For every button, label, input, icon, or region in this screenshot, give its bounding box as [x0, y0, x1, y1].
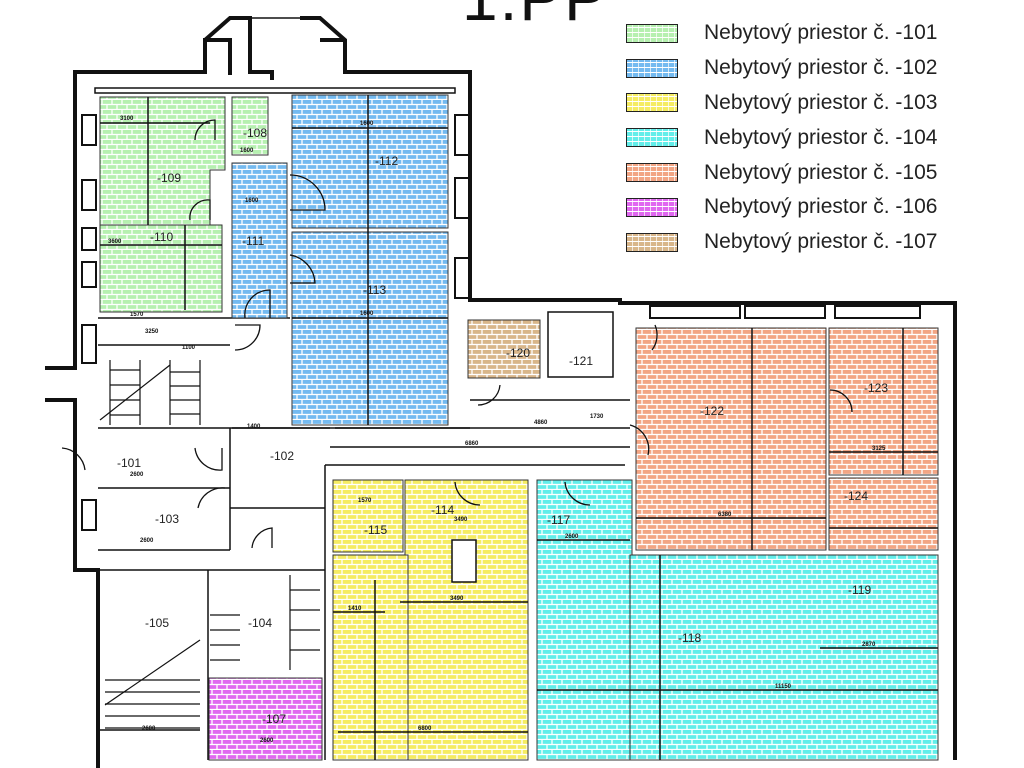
dimension-label: 3600: [108, 239, 122, 245]
room-label-109: -109: [157, 171, 181, 185]
legend-swatch: [626, 163, 678, 183]
room-label-113: -113: [363, 283, 386, 297]
legend-label: Nebytový priestor č. -104: [704, 125, 938, 149]
dimension-label: 1400: [247, 424, 261, 430]
dimension-lines: [100, 95, 938, 760]
room-label-119: -119: [848, 583, 871, 597]
dimension-label: 1730: [590, 414, 604, 420]
dimension-label: 3250: [145, 329, 159, 335]
dimension-label: 6860: [465, 441, 479, 447]
legend-item: Nebytový priestor č. -107: [626, 225, 937, 260]
room-label-111: -111: [242, 234, 265, 248]
legend-label: Nebytový priestor č. -102: [704, 56, 938, 80]
legend-label: Nebytový priestor č. -103: [704, 90, 938, 114]
room-label-118: -118: [678, 631, 701, 645]
room-label-103: -103: [155, 512, 179, 526]
dimension-label: 3490: [450, 596, 464, 602]
legend-label: Nebytový priestor č. -105: [704, 160, 938, 184]
room-label-102: -102: [270, 449, 294, 463]
dimension-label: 11150: [775, 684, 792, 690]
room-108[interactable]: [231, 96, 269, 156]
legend-swatch: [626, 23, 678, 43]
room-115[interactable]: [332, 479, 404, 553]
legend-swatch: [626, 93, 678, 113]
room-114[interactable]: [404, 479, 529, 761]
room-120[interactable]: [467, 319, 541, 379]
legend-label: Nebytový priestor č. -107: [704, 230, 938, 254]
dimension-label: 3100: [120, 116, 134, 122]
legend-item: Nebytový priestor č. -103: [626, 86, 937, 121]
room-label-108: -108: [243, 126, 267, 140]
legend-item: Nebytový priestor č. -106: [626, 190, 937, 225]
dimension-label: 2870: [862, 642, 876, 648]
dimension-label: 6800: [418, 726, 432, 732]
room-103-yellow-lower[interactable]: [332, 554, 409, 761]
room-label-114: -114: [431, 503, 454, 517]
dimension-label: 3125: [872, 446, 886, 452]
room-label-101: -101: [117, 456, 141, 470]
room-label-110: -110: [150, 230, 173, 244]
dimension-label: 2600: [565, 534, 579, 540]
room-107[interactable]: [208, 677, 323, 761]
legend-item: Nebytový priestor č. -105: [626, 155, 937, 190]
dimension-labels: 3100 1600 1600 1600 1600 3600 1570 3250 …: [108, 116, 886, 744]
room-label-120: -120: [506, 346, 530, 360]
room-122[interactable]: [635, 327, 827, 551]
dimension-label: 1100: [182, 345, 196, 351]
room-label-104: -104: [248, 616, 272, 630]
dimension-label: 1570: [130, 312, 144, 318]
room-109[interactable]: [99, 96, 226, 226]
dimension-label: 1600: [240, 148, 254, 154]
room-label-117: -117: [547, 513, 570, 527]
dimension-label: 2600: [130, 472, 144, 478]
room-112[interactable]: [291, 94, 449, 229]
dimension-label: 1600: [360, 121, 374, 127]
room-label-105: -105: [145, 616, 169, 630]
legend-swatch: [626, 197, 678, 217]
room-labels: -109 -110 -108 -111 -112 -113 -102 -101 …: [117, 126, 888, 726]
doors: [61, 119, 853, 549]
building-walls: [45, 16, 957, 768]
dimension-label: 1600: [245, 198, 259, 204]
room-label-122: -122: [700, 404, 724, 418]
legend-item: Nebytový priestor č. -101: [626, 16, 937, 51]
dimension-label: 2600: [260, 738, 274, 744]
room-label-121: -121: [569, 354, 593, 368]
room-label-124: -124: [844, 489, 868, 503]
room-123[interactable]: [828, 327, 939, 476]
room-label-115: -115: [364, 523, 387, 537]
room-label-112: -112: [375, 154, 398, 168]
room-110[interactable]: [99, 224, 223, 313]
dimension-label: 2600: [140, 538, 154, 544]
rooms: [99, 94, 939, 761]
room-118[interactable]: [629, 554, 939, 761]
dimension-label: 3490: [454, 517, 468, 523]
legend: Nebytový priestor č. -101 Nebytový pries…: [626, 16, 937, 260]
staircases: [99, 360, 320, 729]
dimension-label: 1410: [348, 606, 362, 612]
room-113[interactable]: [291, 231, 449, 426]
legend-label: Nebytový priestor č. -101: [704, 21, 938, 45]
room-label-123: -123: [864, 381, 888, 395]
dimension-label: 2600: [142, 726, 156, 732]
legend-swatch: [626, 128, 678, 148]
dimension-label: 1600: [360, 311, 374, 317]
floor-title: 1.PP: [462, 0, 609, 30]
dimension-label: 1570: [358, 498, 372, 504]
legend-swatch: [626, 58, 678, 78]
room-label-107: -107: [262, 712, 286, 726]
dimension-label: 6380: [718, 512, 732, 518]
legend-label: Nebytový priestor č. -106: [704, 195, 938, 219]
dimension-label: 4860: [534, 420, 548, 426]
room-124[interactable]: [828, 477, 939, 551]
legend-swatch: [626, 232, 678, 252]
room-117[interactable]: [536, 479, 633, 761]
legend-item: Nebytový priestor č. -104: [626, 120, 937, 155]
legend-item: Nebytový priestor č. -102: [626, 51, 937, 86]
